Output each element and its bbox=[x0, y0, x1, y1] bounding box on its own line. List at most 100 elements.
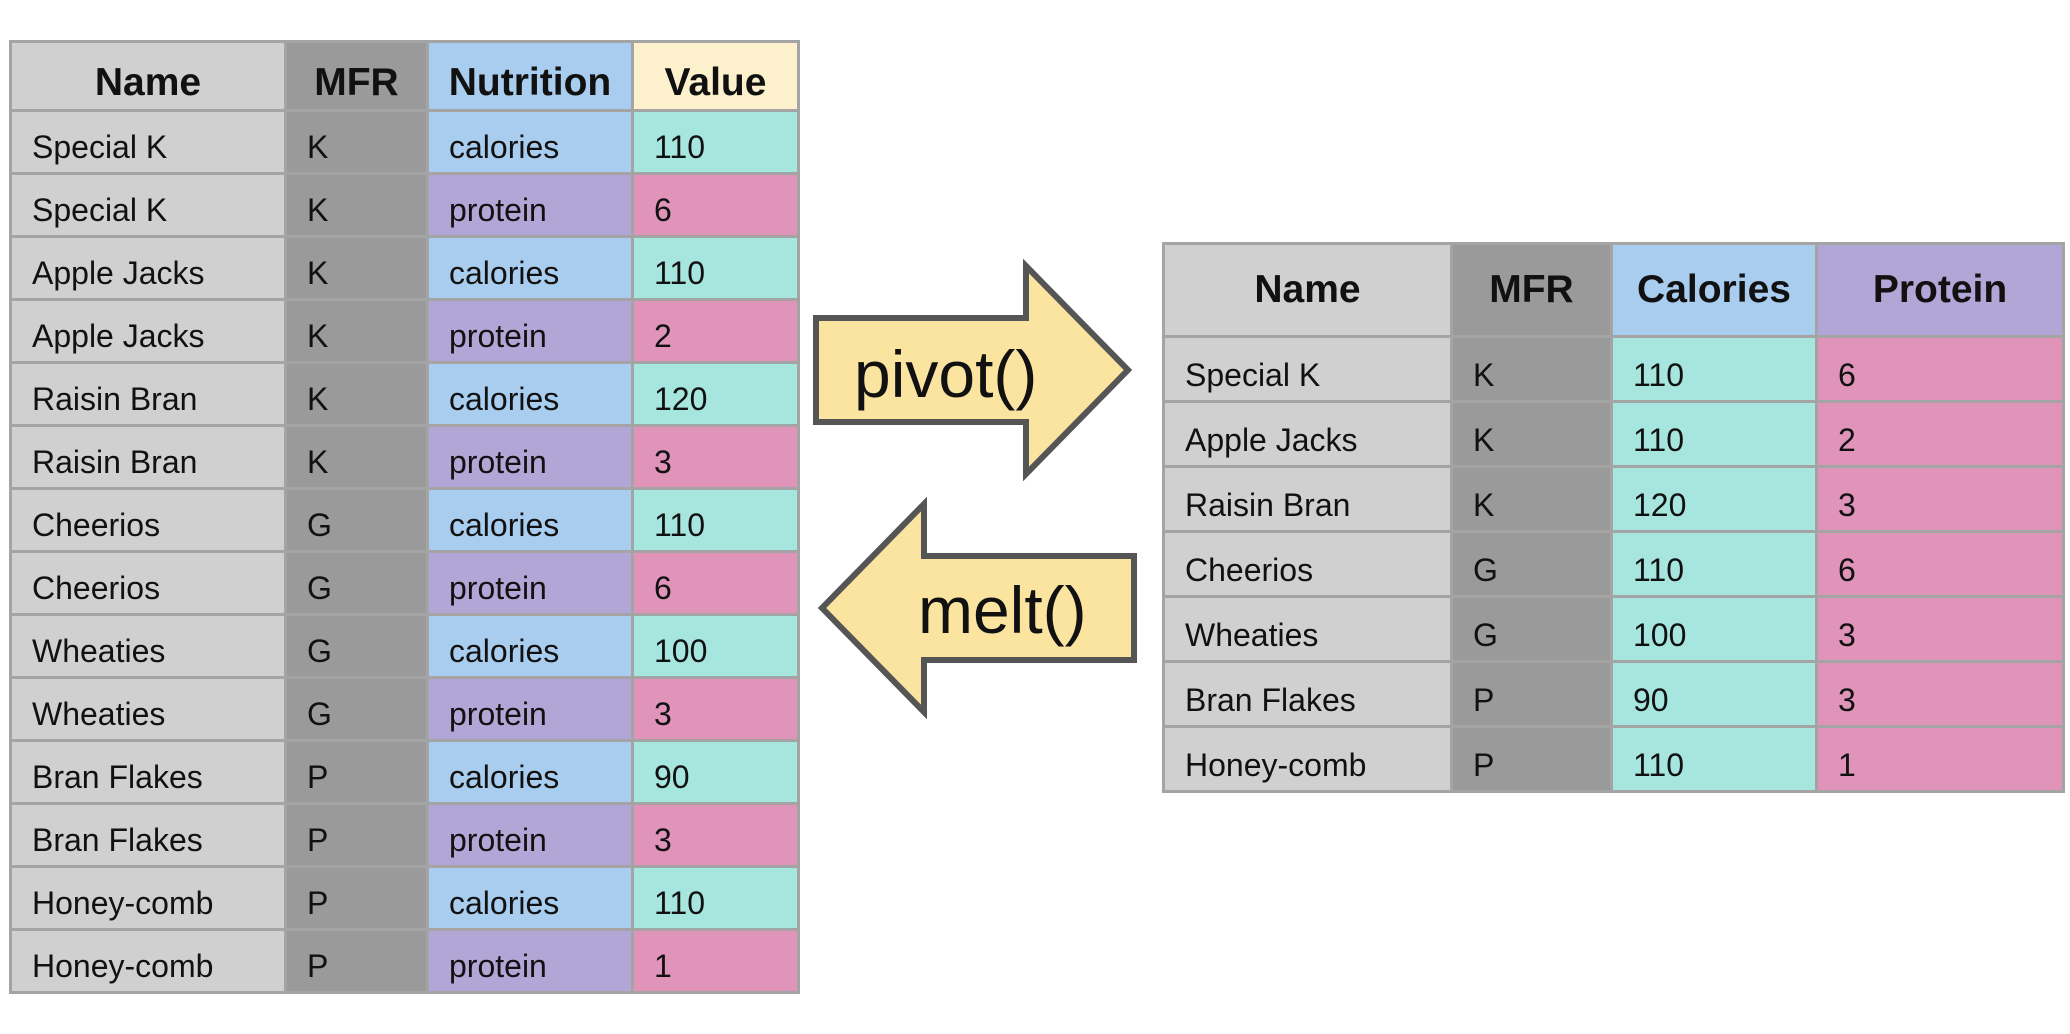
long-cell-nutrition: calories bbox=[426, 487, 634, 553]
wide-cell-protein: 6 bbox=[1815, 530, 2065, 598]
long-cell-value: 90 bbox=[631, 739, 800, 805]
wide-cell-protein: 2 bbox=[1815, 400, 2065, 468]
melt-label: melt() bbox=[918, 573, 1087, 647]
wide-cell-mfr: G bbox=[1450, 530, 1613, 598]
long-cell-mfr: K bbox=[284, 235, 429, 301]
long-cell-name: Cheerios bbox=[9, 487, 287, 553]
long-cell-name: Special K bbox=[9, 109, 287, 175]
long-table-header-row: Name MFR Nutrition Value bbox=[9, 40, 800, 112]
long-cell-mfr: P bbox=[284, 802, 429, 868]
long-cell-value: 110 bbox=[631, 235, 800, 301]
long-cell-value: 3 bbox=[631, 424, 800, 490]
long-cell-name: Apple Jacks bbox=[9, 235, 287, 301]
wide-cell-mfr: K bbox=[1450, 465, 1613, 533]
long-cell-name: Wheaties bbox=[9, 613, 287, 679]
wide-cell-mfr: K bbox=[1450, 400, 1613, 468]
long-cell-value: 6 bbox=[631, 172, 800, 238]
wide-cell-mfr: K bbox=[1450, 335, 1613, 403]
long-header-value: Value bbox=[631, 40, 800, 112]
wide-cell-protein: 3 bbox=[1815, 660, 2065, 728]
long-cell-mfr: P bbox=[284, 928, 429, 994]
long-cell-nutrition: protein bbox=[426, 928, 634, 994]
wide-cell-calories: 120 bbox=[1610, 465, 1818, 533]
wide-cell-protein: 3 bbox=[1815, 595, 2065, 663]
long-cell-mfr: K bbox=[284, 424, 429, 490]
wide-header-calories: Calories bbox=[1610, 242, 1818, 338]
long-cell-nutrition: calories bbox=[426, 235, 634, 301]
wide-cell-protein: 3 bbox=[1815, 465, 2065, 533]
wide-cell-protein: 1 bbox=[1815, 725, 2065, 793]
long-cell-nutrition: calories bbox=[426, 109, 634, 175]
long-cell-nutrition: protein bbox=[426, 802, 634, 868]
melt-arrow-icon bbox=[817, 496, 1137, 720]
long-header-mfr: MFR bbox=[284, 40, 429, 112]
long-cell-mfr: G bbox=[284, 487, 429, 553]
long-cell-nutrition: calories bbox=[426, 613, 634, 679]
wide-cell-name: Raisin Bran bbox=[1162, 465, 1453, 533]
long-cell-name: Bran Flakes bbox=[9, 802, 287, 868]
long-cell-value: 2 bbox=[631, 298, 800, 364]
wide-header-name: Name bbox=[1162, 242, 1453, 338]
long-cell-nutrition: protein bbox=[426, 550, 634, 616]
wide-cell-protein: 6 bbox=[1815, 335, 2065, 403]
long-cell-mfr: K bbox=[284, 109, 429, 175]
wide-cell-calories: 110 bbox=[1610, 400, 1818, 468]
long-cell-mfr: G bbox=[284, 613, 429, 679]
long-cell-name: Bran Flakes bbox=[9, 739, 287, 805]
long-cell-value: 3 bbox=[631, 676, 800, 742]
long-cell-name: Honey-comb bbox=[9, 865, 287, 931]
long-cell-nutrition: calories bbox=[426, 865, 634, 931]
long-cell-mfr: P bbox=[284, 739, 429, 805]
long-cell-value: 3 bbox=[631, 802, 800, 868]
long-cell-nutrition: protein bbox=[426, 424, 634, 490]
wide-cell-calories: 110 bbox=[1610, 725, 1818, 793]
wide-cell-name: Apple Jacks bbox=[1162, 400, 1453, 468]
long-cell-name: Special K bbox=[9, 172, 287, 238]
wide-cell-calories: 110 bbox=[1610, 335, 1818, 403]
wide-cell-name: Special K bbox=[1162, 335, 1453, 403]
long-cell-value: 110 bbox=[631, 865, 800, 931]
long-cell-value: 1 bbox=[631, 928, 800, 994]
pivot-arrow-icon bbox=[813, 258, 1133, 482]
long-header-name: Name bbox=[9, 40, 287, 112]
long-cell-nutrition: protein bbox=[426, 172, 634, 238]
long-cell-mfr: K bbox=[284, 172, 429, 238]
long-cell-value: 110 bbox=[631, 487, 800, 553]
long-cell-mfr: G bbox=[284, 550, 429, 616]
wide-cell-mfr: P bbox=[1450, 725, 1613, 793]
wide-cell-calories: 100 bbox=[1610, 595, 1818, 663]
long-cell-name: Raisin Bran bbox=[9, 361, 287, 427]
long-cell-value: 120 bbox=[631, 361, 800, 427]
long-cell-nutrition: protein bbox=[426, 676, 634, 742]
wide-cell-mfr: P bbox=[1450, 660, 1613, 728]
wide-cell-name: Honey-comb bbox=[1162, 725, 1453, 793]
long-cell-mfr: K bbox=[284, 298, 429, 364]
long-cell-name: Cheerios bbox=[9, 550, 287, 616]
long-cell-mfr: G bbox=[284, 676, 429, 742]
long-cell-nutrition: protein bbox=[426, 298, 634, 364]
wide-cell-name: Wheaties bbox=[1162, 595, 1453, 663]
long-cell-value: 110 bbox=[631, 109, 800, 175]
long-cell-name: Honey-comb bbox=[9, 928, 287, 994]
